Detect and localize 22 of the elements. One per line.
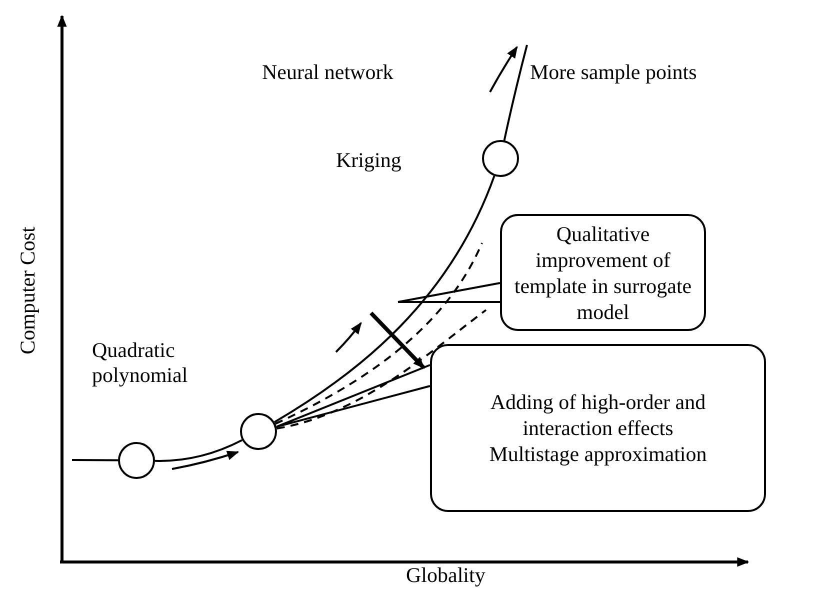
axis-title: Globality bbox=[406, 563, 486, 588]
curve-label: Neural network bbox=[262, 60, 394, 85]
curve-label: Kriging bbox=[336, 148, 402, 173]
curve bbox=[503, 44, 528, 141]
callout-text: Adding of high-order and interaction effects bbox=[489, 389, 707, 441]
circle-marker bbox=[118, 442, 155, 479]
callout-pointer bbox=[275, 364, 431, 428]
curve bbox=[155, 439, 243, 462]
dashed-curve bbox=[276, 309, 487, 430]
curve bbox=[274, 176, 496, 423]
curve-label: More sample points bbox=[530, 60, 697, 85]
curve bbox=[72, 459, 118, 462]
callout-text: Qualitative improvement of template in surrogate model bbox=[513, 220, 693, 324]
callout-box bbox=[500, 214, 706, 331]
curve-label: Quadratic polynomial bbox=[92, 338, 189, 388]
circle-marker bbox=[482, 140, 519, 177]
callout-pointer bbox=[397, 282, 501, 303]
callout-box bbox=[430, 344, 766, 512]
dashed-curve bbox=[274, 242, 483, 425]
circle-marker bbox=[240, 413, 277, 450]
callout-text: Multistage approximation bbox=[489, 441, 707, 467]
axis-title: Computer Cost bbox=[15, 226, 40, 354]
